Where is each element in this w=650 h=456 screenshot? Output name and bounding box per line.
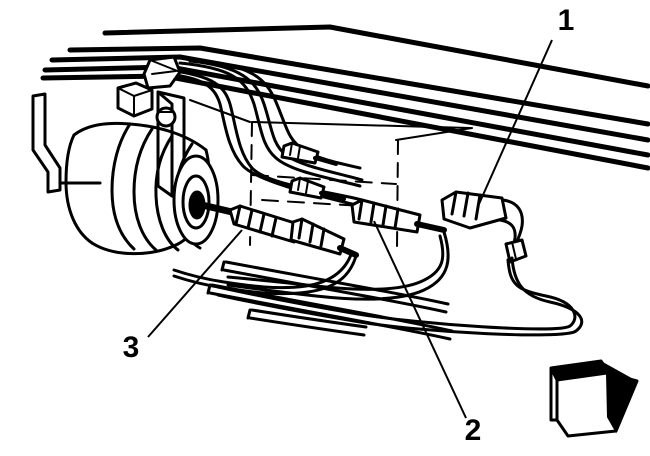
fuel-filter-outlet-quick-connect-fitting	[198, 201, 359, 258]
callout-label-2: 2	[465, 414, 482, 447]
hose-end-upper	[220, 260, 450, 314]
outlet-elbow-quick-connect-fitting	[440, 190, 528, 264]
hose-end-short	[246, 308, 368, 337]
upper-inline-fitting-a	[280, 141, 338, 166]
callout-label-3: 3	[123, 331, 140, 364]
forward-direction-arrow	[549, 359, 639, 438]
upper-inline-fitting-b	[288, 176, 346, 201]
fuel-filter-canister	[64, 121, 220, 256]
hex-nut-block	[116, 81, 154, 118]
lower-hose-a	[172, 250, 358, 296]
center-inline-quick-connect-fitting	[350, 198, 447, 234]
flexible-fuel-hose-loop	[216, 256, 583, 337]
leader-line-2	[373, 220, 467, 419]
center-hose-loop	[226, 230, 450, 301]
fuel-filter-retaining-strap	[31, 92, 62, 194]
fuel-return-line	[178, 59, 364, 188]
leader-line-3	[147, 229, 243, 338]
callout-leaders	[147, 39, 553, 419]
callout-label-1: 1	[558, 4, 575, 37]
leader-line-1	[478, 39, 553, 205]
